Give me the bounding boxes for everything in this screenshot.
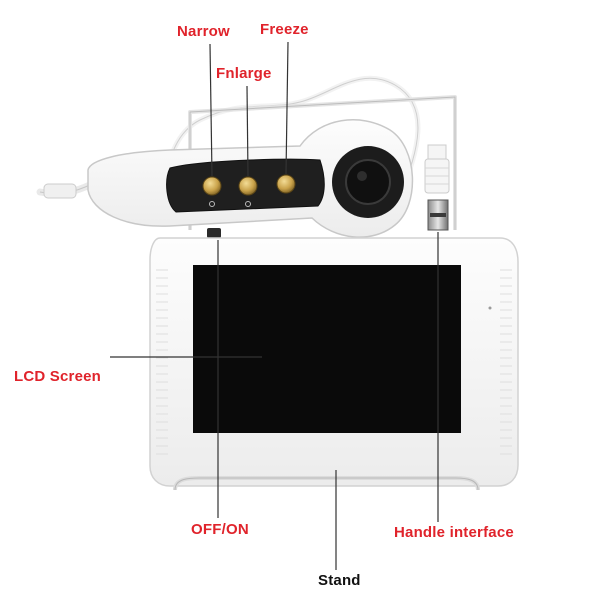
stand-label: Stand	[318, 572, 361, 589]
handheld-probe	[87, 119, 414, 238]
zoom-in-icon	[245, 201, 251, 207]
callout-lines	[110, 41, 439, 570]
freeze-button[interactable]	[276, 174, 296, 194]
off-on-label: OFF/ON	[191, 521, 249, 538]
power-switch[interactable]	[207, 228, 221, 238]
device-body	[149, 237, 519, 487]
connector-icon	[424, 144, 450, 231]
lcd-screen-label: LCD Screen	[14, 368, 102, 385]
enlarge-label: Fnlarge	[216, 65, 272, 82]
handle-interface-label: Handle interface	[394, 524, 514, 541]
narrow-label: Narrow	[177, 23, 230, 40]
zoom-out-icon	[209, 201, 215, 207]
enlarge-button[interactable]	[238, 176, 258, 196]
narrow-button[interactable]	[202, 176, 222, 196]
freeze-label: Freeze	[260, 21, 309, 38]
stand-icon	[173, 476, 480, 491]
lcd-screen	[193, 265, 461, 433]
